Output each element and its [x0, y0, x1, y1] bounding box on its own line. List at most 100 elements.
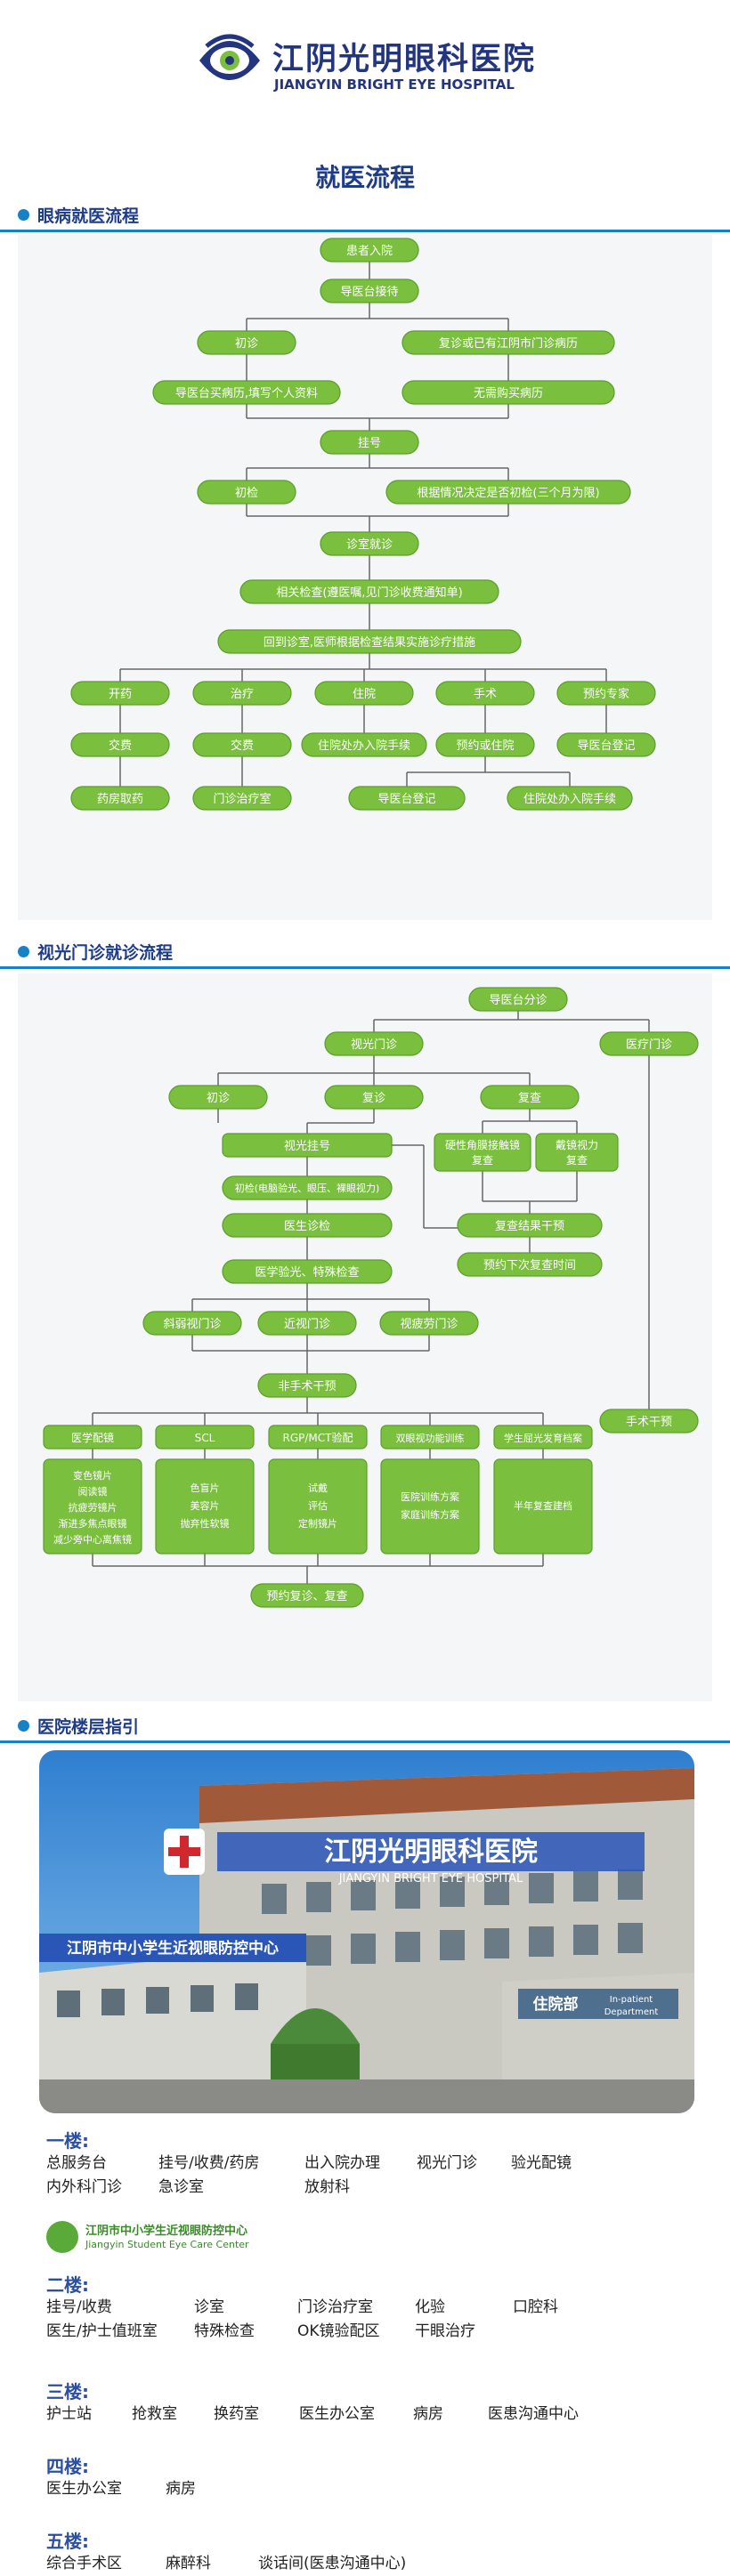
node-rgp-fitting: RGP/MCT验配: [283, 1431, 353, 1444]
detail-item: 阅读镜: [78, 1485, 108, 1498]
node-hospitalize: 住院: [353, 688, 376, 701]
node-related-exam: 相关检查(遵医嘱,见门诊收费通知单): [276, 585, 462, 600]
building-sign-student-center: 江阴市中小学生近视眼防控中心: [67, 1939, 279, 1958]
node-amblyopia-clinic: 斜弱视门诊: [163, 1318, 221, 1331]
section-header-floor-guide: 医院楼层指引: [0, 1714, 730, 1743]
node-treatment: 治疗: [231, 688, 254, 701]
floor-5-title: 五楼:: [46, 2531, 89, 2552]
detail-item: 减少旁中心离焦镜: [53, 1533, 132, 1546]
room-label: 综合手术区: [46, 2555, 122, 2572]
room-label: 抢救室: [132, 2405, 177, 2423]
section-header-eye-disease: 眼病就医流程: [0, 203, 730, 232]
room-label: 诊室: [194, 2298, 224, 2316]
room-label: 出入院办理: [304, 2154, 380, 2172]
node-rgp-lens: 硬性角膜接触镜: [445, 1138, 520, 1151]
student-eye-center-badge: 江阴市中小学生近视眼防控中心 Jiangyin Student Eye Care…: [46, 2219, 313, 2257]
flow-connectors: [92, 1011, 650, 1584]
room-label: 医生办公室: [46, 2480, 122, 2498]
node-binocular-training: 双眼视功能训练: [396, 1432, 465, 1444]
floor-3-title: 三楼:: [46, 2381, 89, 2402]
floor-3-rooms: 护士站抢救室换药室医生办公室病房医患沟通中心: [46, 2402, 579, 2427]
detail-item: 定制镜片: [298, 1517, 337, 1530]
node-reception: 导医台接待: [340, 285, 398, 299]
eye-logo-icon: [198, 28, 262, 93]
floor-1-rooms: 总服务台挂号/收费/药房出入院办理视光门诊验光配镜 内外科门诊急诊室放射科: [46, 2152, 572, 2200]
node-pharmacy: 药房取药: [97, 792, 143, 806]
node-reception-register: 导医台登记: [577, 739, 635, 753]
eye-center-logo-icon: [46, 2221, 78, 2253]
detail-item: 变色镜片: [73, 1469, 112, 1482]
node-glasses-vision: 戴镜视力: [556, 1138, 598, 1151]
detail-item: 美容片: [191, 1499, 220, 1512]
floor-4-title: 四楼:: [46, 2456, 89, 2477]
node-book-expert: 预约专家: [583, 687, 629, 701]
room-label: 急诊室: [158, 2178, 204, 2196]
inpatient-sign-cn: 住院部: [533, 1995, 579, 2014]
building-sign-cn: 江阴光明眼科医院: [324, 1837, 538, 1868]
optometry-flowchart: 导医台分诊 视光门诊 医疗门诊 初诊 复诊 复查 视光挂号 硬性角膜接触镜 复查…: [18, 973, 712, 1701]
node-student-record: 学生屈光发育档案: [504, 1432, 582, 1444]
detail-item: 半年复查建档: [514, 1499, 572, 1512]
room-label: 门诊治疗室: [297, 2298, 373, 2316]
section-divider: [0, 966, 730, 969]
node-admission-procedure: 住院处办入院手续: [523, 793, 616, 806]
node-optometry-clinic: 视光门诊: [351, 1038, 397, 1052]
room-label: 病房: [413, 2405, 443, 2423]
room-label: 医生/护士值班室: [46, 2322, 158, 2340]
node-initial-check: 初检: [235, 487, 258, 500]
node-register: 挂号: [358, 437, 381, 450]
badge-title-cn: 江阴市中小学生近视眼防控中心: [85, 2225, 248, 2238]
node-pay: 交费: [231, 739, 254, 753]
node-first-visit: 初诊: [235, 337, 258, 351]
node-book-followup: 预约复诊、复查: [266, 1590, 347, 1603]
room-label: 挂号/收费/药房: [158, 2154, 260, 2172]
node-medical-clinic: 医疗门诊: [626, 1038, 672, 1052]
node-fatigue-clinic: 视疲劳门诊: [400, 1317, 458, 1331]
node-triage: 导医台分诊: [489, 994, 547, 1007]
room-label: 放射科: [304, 2178, 350, 2196]
floor-2-title: 二楼:: [46, 2274, 89, 2296]
node-decide-check: 根据情况决定是否初检(三个月为限): [417, 487, 599, 500]
node-recheck-intervention: 复查结果干预: [495, 1220, 564, 1233]
detail-item: 评估: [308, 1500, 328, 1512]
detail-item: 抛弃性软镜: [181, 1517, 230, 1530]
node-reception-register: 导医台登记: [377, 793, 435, 806]
node-buy-record: 导医台买病历,填写个人资料: [175, 387, 318, 400]
room-label: 换药室: [214, 2405, 259, 2423]
flow-connectors: [119, 262, 607, 787]
room-label: 医生办公室: [299, 2405, 375, 2423]
node-optometry-register: 视光挂号: [284, 1140, 330, 1153]
bullet-icon: [18, 946, 29, 957]
room-label: 挂号/收费: [46, 2298, 112, 2316]
inpatient-sign-en: Department: [604, 2007, 659, 2017]
node-initial-check: 初检(电脑验光、眼压、裸眼视力): [235, 1182, 380, 1194]
detail-item: 家庭训练方案: [401, 1508, 459, 1521]
room-label: 化验: [415, 2298, 445, 2316]
node-prescribe: 开药: [109, 688, 132, 701]
node-no-record: 无需购买病历: [474, 386, 543, 400]
badge-title-en: Jiangyin Student Eye Care Center: [85, 2239, 249, 2250]
detail-item: 渐进多焦点眼镜: [59, 1517, 127, 1530]
node-doctor-check: 医生诊检: [284, 1220, 330, 1233]
room-label: 内外科门诊: [46, 2178, 122, 2196]
section-divider: [0, 1740, 730, 1743]
page-title: 就医流程: [314, 163, 415, 192]
node-recheck: 复查: [518, 1092, 541, 1105]
node-non-surgical: 非手术干预: [278, 1380, 336, 1393]
node-glasses-recheck: 复查: [566, 1154, 588, 1167]
room-label: 护士站: [46, 2405, 92, 2423]
node-surgery: 手术: [474, 688, 497, 701]
hospital-building-photo: 江阴光明眼科医院 JIANGYIN BRIGHT EYE HOSPITAL 江阴…: [39, 1750, 694, 2113]
room-label: 验光配镜: [511, 2154, 572, 2172]
floor-4-rooms: 医生办公室病房: [46, 2477, 196, 2501]
detail-item: 抗疲劳镜片: [69, 1501, 118, 1514]
node-first-visit: 初诊: [207, 1092, 230, 1105]
room-label: 谈话间(医患沟通中心): [258, 2555, 407, 2572]
node-pay: 交费: [109, 739, 132, 753]
node-book-next: 预约下次复查时间: [483, 1258, 576, 1272]
node-surgical: 手术干预: [626, 1416, 672, 1429]
section-divider: [0, 230, 730, 232]
section-title: 眼病就医流程: [37, 206, 140, 226]
building-sign-en: JIANGYIN BRIGHT EYE HOSPITAL: [338, 1872, 523, 1886]
